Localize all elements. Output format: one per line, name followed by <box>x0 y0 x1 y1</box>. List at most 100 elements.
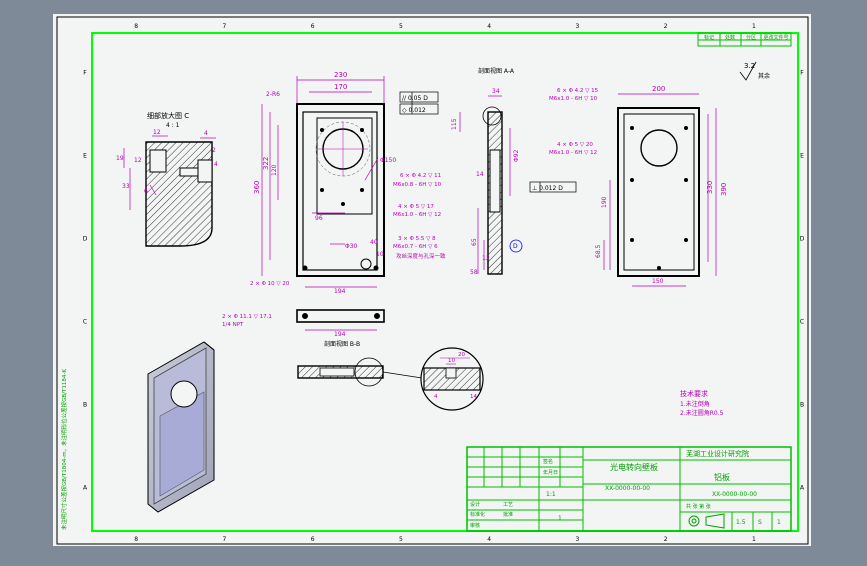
outer-frame <box>56 16 809 545</box>
front-corner: 2-R6 <box>266 91 280 98</box>
zone-label-side-B: B <box>800 402 804 409</box>
detail-c-dim-7: 2 <box>212 147 216 154</box>
datum-d: D <box>513 243 518 250</box>
zone-label-side-A: A <box>83 485 88 492</box>
front-small-dim-96: 96 <box>315 215 323 222</box>
isometric-view <box>147 341 215 513</box>
front-dims <box>261 76 385 288</box>
section-bb-label: 剖面视图 B-B <box>324 340 360 348</box>
section-aa-dim-65: 65 <box>471 238 478 246</box>
zone-label-side-E: E <box>800 153 804 160</box>
zone-label-side-D: D <box>83 236 88 243</box>
front-hole-note-5: 3 × Φ 5.5 ▽ 8 <box>398 236 436 242</box>
back-dim-200: 200 <box>652 85 665 93</box>
front-dim-170: 170 <box>334 83 347 91</box>
detail-c-dim-6: 33 <box>122 183 130 190</box>
tb-drawing-no2: XX-0000-00-00 <box>712 491 757 498</box>
roughness-value: 3.2 <box>744 62 755 70</box>
tech-note-title: 技术要求 <box>680 389 708 398</box>
zone-label-top-6: 6 <box>311 536 315 543</box>
front-note-bottom: 2 × Φ 10 ▽ 20 <box>250 281 290 287</box>
revision-box <box>697 32 792 47</box>
front-small-dim-10: 10 <box>376 251 384 258</box>
tb-scale: 1:1 <box>546 491 556 498</box>
zone-label-side-F: F <box>800 70 804 77</box>
title-block <box>466 446 792 532</box>
back-hole-note-2: M6x1.0 - 6H ▽ 10 <box>549 96 598 102</box>
front-bore: Φ150 <box>380 157 396 164</box>
section-bb-view <box>297 347 484 411</box>
revision-label-3: 分区 <box>746 34 756 41</box>
tolerance-parallel: // 0.05 D <box>402 95 428 102</box>
section-bb-dim-2: 10 <box>448 358 455 364</box>
zone-label-top-4: 4 <box>487 536 491 543</box>
front-dim-120: 120 <box>271 164 278 176</box>
tb-label-date: 年月日 <box>543 469 558 476</box>
zone-label-top-3: 3 <box>575 536 579 543</box>
detail-c-dim-3: 19 <box>116 155 124 162</box>
back-dim-68: 68.5 <box>595 244 602 258</box>
zone-label-top-8: 8 <box>134 536 138 543</box>
zone-label-side-C: C <box>800 319 804 326</box>
zone-label-top-2: 2 <box>664 23 668 30</box>
detail-c-dim-2: 4 <box>204 130 208 137</box>
back-dim-390: 390 <box>720 183 728 196</box>
zone-label-top-1: 1 <box>752 23 756 30</box>
tb-part-name: 光电转向壁板 <box>610 462 658 472</box>
section-bb-dim-4: 4 <box>434 394 438 400</box>
top-view <box>296 309 385 331</box>
detail-c-dim-4: 12 <box>134 157 142 164</box>
front-dim-194: 194 <box>334 288 346 295</box>
detail-c-view <box>123 135 216 247</box>
detail-c-scale: 4 : 1 <box>166 122 180 129</box>
tolerance-frame <box>399 91 577 193</box>
zone-label-side-E: E <box>83 153 87 160</box>
detail-c-dim-8: 4 <box>214 161 218 168</box>
zone-label-top-2: 2 <box>664 536 668 543</box>
section-aa-dim-92: Φ92 <box>513 149 520 162</box>
section-aa-view <box>482 106 523 275</box>
zone-label-side-C: C <box>83 319 87 326</box>
front-hole-note-2: M6x0.8 - 6H ▽ 10 <box>393 182 442 188</box>
tb-stage: S <box>758 519 762 526</box>
section-aa-dim-115: 115 <box>451 118 458 130</box>
tb-label-review: 审核 <box>470 522 480 529</box>
tb-stage2: 1 <box>777 519 781 526</box>
revision-label-4: 更改文件号 <box>763 34 788 41</box>
back-dim-190: 190 <box>601 196 608 208</box>
tb-label-craft: 工艺 <box>503 502 513 508</box>
section-aa-dim-58: 58 <box>470 269 478 276</box>
front-small-dim-30: Φ30 <box>345 243 358 250</box>
tb-material: 铝板 <box>714 472 730 482</box>
zone-label-top-1: 1 <box>752 536 756 543</box>
section-aa-dim-34: 34 <box>492 88 500 95</box>
back-hole-note-4: M6x1.0 - 6H ▽ 12 <box>549 150 597 156</box>
back-dim-330: 330 <box>706 181 714 194</box>
section-aa-label: 剖面视图 A-A <box>478 67 515 75</box>
tb-sheets-label: 共 张 第 张 <box>686 503 711 510</box>
projection-symbol-icon <box>688 513 725 529</box>
tech-note-2: 2.未注圆角R0.5 <box>680 409 724 417</box>
zone-label-top-7: 7 <box>222 23 226 30</box>
back-hole-note-1: 6 × Φ 4.2 ▽ 15 <box>557 88 599 94</box>
tolerance-profile: ◇ 0.012 <box>402 107 426 114</box>
front-dim-360: 360 <box>253 181 261 194</box>
section-aa-dim-12: 12 <box>482 255 490 262</box>
front-hole-note-4: M6x1.0 - 6H ▽ 12 <box>393 212 441 218</box>
detail-c-dim-5: 6 <box>144 188 148 195</box>
front-note-thread: 攻丝深度与孔深一致 <box>396 252 446 260</box>
front-dim-230: 230 <box>334 71 347 79</box>
front-hole-note-3: 4 × Φ 5 ▽ 17 <box>398 204 434 210</box>
front-hole-note-6: M6x0.7 - 6H ▽ 6 <box>393 244 438 250</box>
front-view <box>296 103 385 277</box>
tb-label-sign: 签名 <box>543 458 553 465</box>
top-view-dim: 194 <box>334 331 346 338</box>
zone-label-top-3: 3 <box>575 23 579 30</box>
revision-label-2: 处数 <box>725 34 735 41</box>
front-dim-322: 322 <box>262 157 270 170</box>
revision-label-1: 标记 <box>704 34 714 41</box>
